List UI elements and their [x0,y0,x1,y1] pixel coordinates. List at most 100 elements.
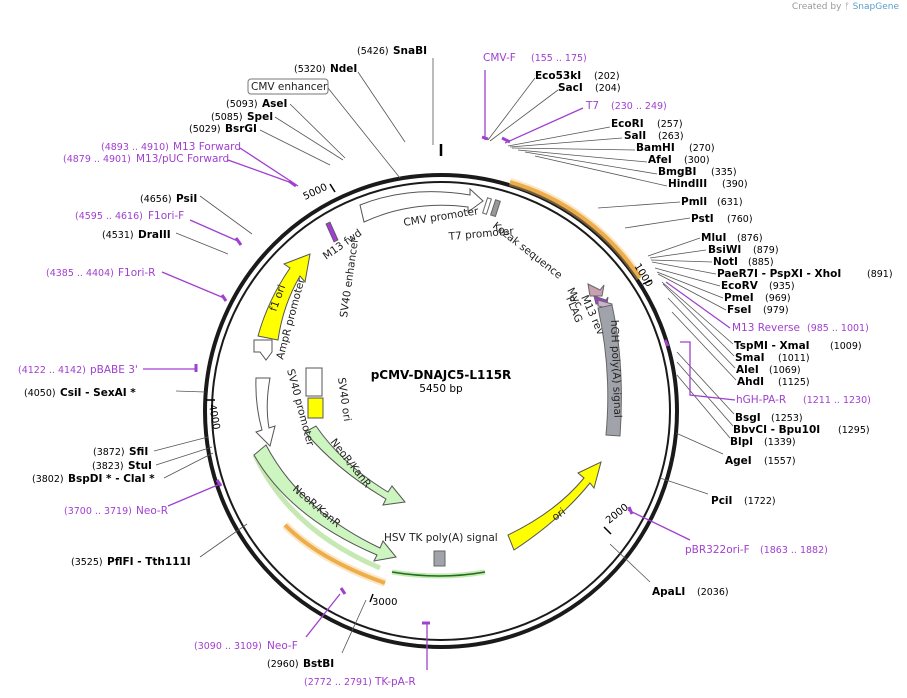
svg-text:CMV-F: CMV-F [483,52,516,64]
svg-text:BsgI: BsgI [735,412,761,424]
neor-inner-arrow [304,425,406,506]
svg-text:4000: 4000 [206,404,221,431]
svg-text:(760): (760) [727,214,753,225]
site-ecori[interactable]: EcoRI (257) [507,118,683,147]
svg-text:(879): (879) [753,245,779,256]
site-pmei[interactable]: PmeI (969) [656,271,791,304]
site-bsgi[interactable]: BsgI (1253) [676,351,803,424]
svg-text:(1557): (1557) [764,456,796,467]
svg-text:(985 .. 1001): (985 .. 1001) [807,323,869,334]
site-bamhi[interactable]: BamHI (270) [511,142,715,154]
site-ndei[interactable]: (5320) NdeI [294,63,406,143]
svg-text:(935): (935) [769,281,795,292]
site-snabi[interactable]: (5426) SnaBI [357,45,434,145]
neo-track-outer [252,453,381,571]
orf-arc-inner-glow [282,522,387,587]
svg-text:F1ori-R: F1ori-R [118,267,155,279]
svg-text:F1ori-F: F1ori-F [148,210,184,222]
site-csii-sexai[interactable]: (4050) CsiI - SexAI * [24,387,206,399]
site-asei[interactable]: (5093) AseI [226,98,346,159]
svg-text:Eco53kI: Eco53kI [535,70,581,82]
cmv-enhancer-box [247,78,329,95]
site-bbvci-bpu10i[interactable]: BbvCI - Bpu10I (1295) [676,361,870,436]
svg-text:(4050): (4050) [24,388,56,399]
svg-text:BsrGI: BsrGI [225,123,257,135]
site-stui[interactable]: (3823) StuI [92,446,213,472]
primer-m13-reverse[interactable]: M13 Reverse (985 .. 1001) [665,281,869,334]
svg-text:SacI: SacI [558,82,583,94]
site-alei[interactable]: AleI (1069) [667,297,801,376]
svg-text:(5426): (5426) [357,46,389,57]
site-sfii[interactable]: (3872) SfiI [93,436,209,458]
site-sali[interactable]: SalI (263) [509,130,684,148]
site-saci[interactable]: SacI (204) [489,82,621,142]
primer-neo-f[interactable]: (3090 .. 3109) Neo-F [194,587,347,652]
site-agei[interactable]: AgeI (1557) [675,432,796,467]
plasmid-length: 5450 bp [419,383,463,395]
site-tspmi-xmai[interactable]: TspMI - XmaI (1009) [661,281,862,352]
svg-text:SmaI: SmaI [735,352,765,364]
site-smai[interactable]: SmaI (1011) [662,283,810,364]
site-bmgbi[interactable]: BmgBI (335) [524,151,737,178]
svg-text:(300): (300) [684,155,710,166]
svg-text:(5320): (5320) [294,64,326,75]
svg-text:(885): (885) [748,257,774,268]
svg-text:3000: 3000 [372,597,397,608]
primer-t7[interactable]: T7 (230 .. 249) [501,100,667,144]
site-pmli[interactable]: PmlI (631) [597,196,743,209]
site-ecorv[interactable]: EcoRV (935) [654,267,795,292]
svg-text:PstI: PstI [691,213,714,225]
primer-pbabe-3[interactable]: (4122 .. 4142) pBABE 3' [18,364,198,376]
site-bsiwi[interactable]: BsiWI (879) [649,244,779,259]
cmv-enhancer-label: CMV enhancer [251,81,328,93]
site-psii[interactable]: (4656) PsiI [140,193,253,235]
primer-m13-forward[interactable]: (4893 .. 4910) M13 Forward [101,141,299,187]
svg-text:(4656): (4656) [140,194,172,205]
svg-text:(876): (876) [737,233,763,244]
site-bstbi[interactable]: (2960) BstBI [267,599,367,670]
svg-text:TspMI - XmaI: TspMI - XmaI [734,340,810,352]
site-blpi[interactable]: BlpI (1339) [676,374,796,448]
primer-tk-pa-r[interactable]: (2772 .. 2791) TK-pA-R [304,621,430,688]
site-bsrgi[interactable]: (5029) BsrGI [189,123,331,166]
svg-text:T7: T7 [585,100,599,112]
primer-hgh-pa-r[interactable]: hGH-PA-R (1211 .. 1230) [663,339,871,406]
svg-text:(4122 .. 4142): (4122 .. 4142) [18,365,86,376]
site-hindiii[interactable]: HindIII (390) [534,155,748,190]
site-afei[interactable]: AfeI (300) [517,149,710,166]
kozak-box [489,199,501,218]
tick-3000: 3000 [369,593,397,608]
site-noti[interactable]: NotI (885) [650,256,774,268]
svg-text:StuI: StuI [128,460,152,472]
site-ahdi[interactable]: AhdI (1125) [671,311,810,388]
svg-text:SpeI: SpeI [247,111,273,123]
site-eco53ki[interactable]: Eco53kI (202) [487,70,620,141]
svg-text:BstBI: BstBI [303,658,334,670]
sv40-promoter-arrow [255,377,276,447]
svg-text:(2772 .. 2791): (2772 .. 2791) [304,677,372,688]
site-fsei[interactable]: FseI (979) [657,273,789,316]
cmv-enhancer-leader [327,87,401,179]
primer-f1ori-r[interactable]: (4385 .. 4404) F1ori-R [46,267,228,302]
tick-4000: 4000 [206,399,221,431]
svg-text:BamHI: BamHI [636,142,675,154]
svg-text:(5085): (5085) [211,112,243,123]
site-draiii[interactable]: (4531) DraIII [102,229,229,255]
site-pflfi-tth111i[interactable]: (3525) PflFI - Tth111I [71,523,248,568]
site-psti[interactable]: PstI (760) [624,213,753,229]
primer-pbr322ori-f[interactable]: pBR322ori-F (1863 .. 1882) [627,506,828,556]
site-spei[interactable]: (5085) SpeI [211,111,344,161]
site-paer7i-pspxi-xhoi[interactable]: PaeR7I - PspXI - XhoI (891) [651,261,893,280]
site-bspdi-clai[interactable]: (3802) BspDI * - ClaI * [32,452,214,485]
primer-neo-r[interactable]: (3700 .. 3719) Neo-R [64,479,223,517]
ori-arrow [507,461,602,551]
svg-text:(335): (335) [711,167,737,178]
site-pcii[interactable]: PciI (1722) [659,477,776,507]
primer-f1ori-f[interactable]: (4595 .. 4616) F1ori-F [75,210,243,246]
svg-text:SnaBI: SnaBI [393,45,427,57]
svg-text:(263): (263) [658,131,684,142]
site-mlui[interactable]: MluI (876) [647,232,763,257]
primer-cmv-f[interactable]: CMV-F (155 .. 175) [481,52,587,141]
primer-m13-puc-forward[interactable]: (4879 .. 4901) M13/pUC Forward [63,153,297,188]
site-apali[interactable]: ApaLI (2036) [609,543,729,598]
